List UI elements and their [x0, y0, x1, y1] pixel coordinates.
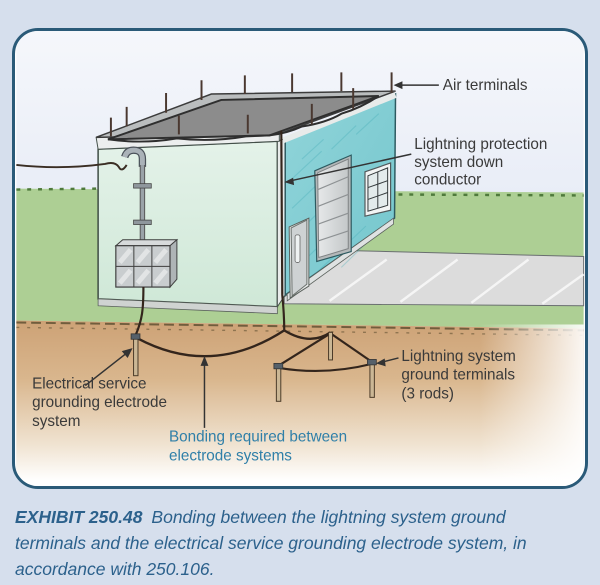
- label-down-conductor-2: system down: [414, 154, 503, 171]
- label-electrical-service-3: system: [32, 413, 80, 430]
- door-window: [294, 234, 301, 263]
- lightning-ground-wire: [329, 332, 373, 363]
- bonding-jumper: [136, 329, 285, 358]
- soil-fade: [479, 324, 584, 486]
- service-drop-wire: [16, 162, 128, 171]
- figure-illustration: Air terminals Lightning protection syste…: [16, 31, 585, 486]
- grass-tufts-left: [16, 187, 101, 191]
- arrowhead: [375, 358, 386, 367]
- leader-down-conductor: [290, 153, 412, 182]
- entry-door: [288, 217, 310, 299]
- soil-top-texture2: [16, 326, 584, 337]
- label-down-conductor-3: conductor: [414, 172, 481, 189]
- caption-text: Bonding between the lightning system gro…: [15, 507, 527, 579]
- rod-clamp: [273, 362, 284, 370]
- fascia-right: [282, 92, 397, 144]
- window: [364, 162, 392, 217]
- leader-lightning-ground: [382, 357, 399, 363]
- lightning-ground-wire: [278, 362, 373, 373]
- label-lightning-ground-2: ground terminals: [401, 367, 515, 384]
- grass-tufts-right: [398, 193, 584, 197]
- rod-clamp: [130, 333, 141, 340]
- conduit-clamp: [133, 183, 152, 189]
- garage-door: [314, 154, 352, 263]
- label-bonding-2: electrode systems: [169, 447, 292, 464]
- grounding-system: [130, 329, 377, 402]
- ground-rod-electrical: [133, 335, 139, 377]
- arrowhead: [200, 356, 209, 366]
- foundation-right: [286, 217, 394, 302]
- exhibit-number: EXHIBIT 250.48: [15, 507, 143, 527]
- building: [16, 72, 397, 315]
- figure-panel: Air terminals Lightning protection syste…: [12, 28, 588, 489]
- arrowhead: [121, 348, 133, 358]
- label-bonding-1: Bonding required between: [169, 429, 347, 446]
- rod-clamp: [367, 359, 377, 366]
- label-lightning-ground-1: Lightning system: [401, 348, 515, 365]
- label-down-conductor-1: Lightning protection: [414, 136, 547, 153]
- label-electrical-service-1: Electrical service: [32, 376, 146, 393]
- label-electrical-service-2: grounding electrode: [32, 394, 167, 411]
- leader-electrical-service: [84, 352, 128, 387]
- driveway: [283, 250, 585, 307]
- lightning-ground-wire: [277, 332, 332, 367]
- meter-box: [114, 238, 179, 289]
- arrowhead: [284, 177, 295, 186]
- ground-rod-lightning: [328, 331, 333, 361]
- air-terminals: [109, 72, 393, 137]
- label-air-terminals: Air terminals: [443, 77, 528, 94]
- conduit-clamp: [133, 219, 152, 225]
- soil: [16, 320, 584, 486]
- ground-rod-lightning: [275, 365, 282, 402]
- labels: Air terminals Lightning protection syste…: [32, 77, 547, 464]
- ground-rod-lightning: [369, 361, 375, 398]
- arrowhead: [393, 81, 403, 90]
- label-lightning-ground-3: (3 rods): [401, 385, 454, 402]
- grounding-electrode-conductor: [134, 287, 145, 336]
- weatherhead: [122, 147, 145, 167]
- down-conductor: [280, 130, 286, 331]
